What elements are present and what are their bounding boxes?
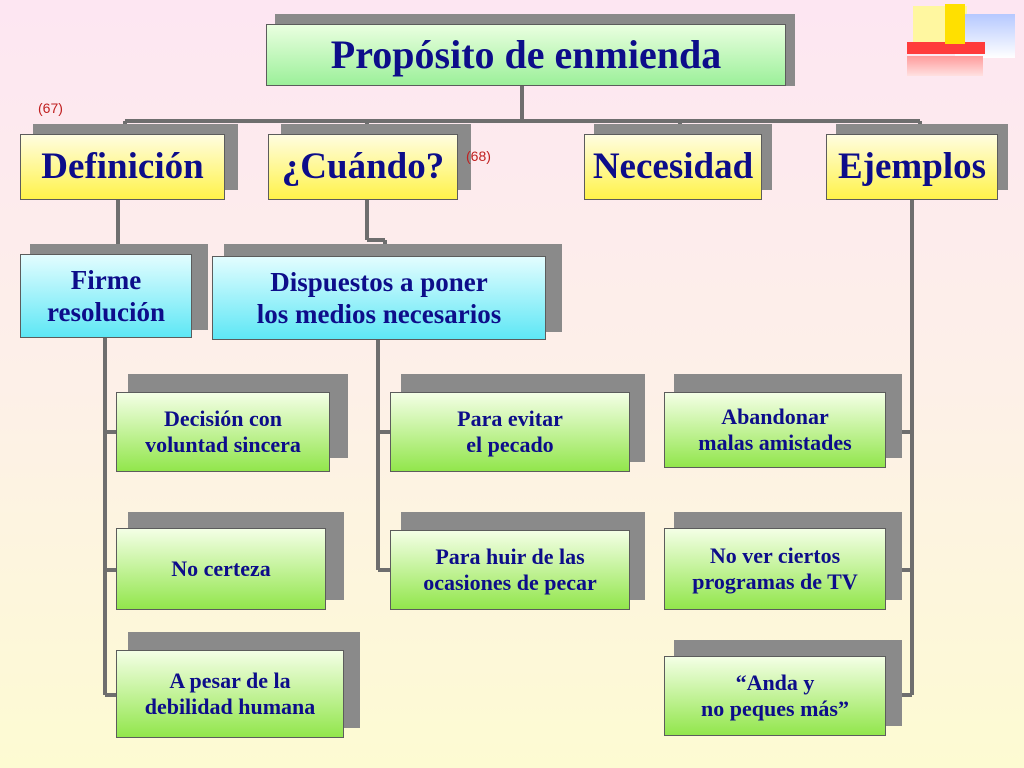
cuando-item-huir-line-1: Para huir de las bbox=[435, 543, 585, 569]
def-item-decision-text: Decisión con voluntad sincera bbox=[145, 406, 301, 459]
heading-necesidad: Necesidad bbox=[584, 134, 762, 200]
title-text: Propósito de enmienda bbox=[330, 32, 722, 77]
cuando-item-evitar-line-2: el pecado bbox=[466, 432, 554, 457]
dispuestos-box: Dispuestos a poner los medios necesarios bbox=[212, 256, 546, 340]
def-item-a-pesar-text: A pesar de la debilidad humana bbox=[145, 668, 316, 721]
heading-definicion-label: Definición bbox=[41, 145, 204, 187]
reference-68: (68) bbox=[466, 148, 491, 164]
title-box: Propósito de enmienda bbox=[266, 24, 786, 86]
firme-line-1: Firme bbox=[70, 264, 142, 295]
ej-item-anda-line-2: no peques más” bbox=[701, 696, 849, 721]
def-item-a-pesar-line-1: A pesar de la bbox=[169, 667, 291, 693]
cuando-item-evitar-line-1: Para evitar bbox=[457, 405, 563, 431]
cuando-item-huir-line-2: ocasiones de pecar bbox=[423, 570, 597, 595]
cuando-item-evitar-text: Para evitar el pecado bbox=[457, 406, 563, 459]
ej-item-abandonar: Abandonar malas amistades bbox=[664, 392, 886, 468]
dispuestos-line-1: Dispuestos a poner bbox=[270, 266, 488, 297]
cuando-item-huir: Para huir de las ocasiones de pecar bbox=[390, 530, 630, 610]
dispuestos-text: Dispuestos a poner los medios necesarios bbox=[257, 266, 501, 331]
heading-definicion: Definición bbox=[20, 134, 225, 200]
ej-item-anda: “Anda y no peques más” bbox=[664, 656, 886, 736]
cuando-item-evitar: Para evitar el pecado bbox=[390, 392, 630, 472]
def-item-no-certeza-text: No certeza bbox=[171, 555, 271, 581]
ej-item-no-ver-line-2: programas de TV bbox=[692, 569, 858, 594]
def-item-a-pesar-line-2: debilidad humana bbox=[144, 694, 316, 719]
ej-item-no-ver-line-1: No ver ciertos bbox=[709, 542, 841, 568]
ej-item-anda-text: “Anda y no peques más” bbox=[701, 670, 849, 723]
ej-item-abandonar-line-2: malas amistades bbox=[698, 430, 852, 455]
def-item-decision-line-2: voluntad sincera bbox=[145, 432, 301, 457]
def-item-decision: Decisión con voluntad sincera bbox=[116, 392, 330, 472]
heading-ejemplos: Ejemplos bbox=[826, 134, 998, 200]
reference-67: (67) bbox=[38, 100, 63, 116]
heading-necesidad-label: Necesidad bbox=[592, 145, 754, 187]
def-item-no-certeza: No certeza bbox=[116, 528, 326, 610]
firme-resolucion-text: Firme resolución bbox=[47, 264, 165, 329]
ej-item-abandonar-text: Abandonar malas amistades bbox=[698, 404, 851, 457]
ej-item-abandonar-line-1: Abandonar bbox=[721, 403, 829, 429]
ej-item-no-ver-text: No ver ciertos programas de TV bbox=[692, 543, 857, 596]
firme-line-2: resolución bbox=[46, 297, 165, 327]
heading-cuando-label: ¿Cuándo? bbox=[281, 145, 445, 187]
firme-resolucion-box: Firme resolución bbox=[20, 254, 192, 338]
def-item-decision-line-1: Decisión con bbox=[164, 405, 282, 431]
cuando-item-huir-text: Para huir de las ocasiones de pecar bbox=[423, 544, 597, 597]
ej-item-anda-line-1: “Anda y bbox=[735, 669, 815, 695]
def-item-a-pesar: A pesar de la debilidad humana bbox=[116, 650, 344, 738]
heading-ejemplos-label: Ejemplos bbox=[838, 145, 986, 187]
corner-logo bbox=[905, 4, 1020, 78]
heading-cuando: ¿Cuándo? bbox=[268, 134, 458, 200]
ej-item-no-ver: No ver ciertos programas de TV bbox=[664, 528, 886, 610]
dispuestos-line-2: los medios necesarios bbox=[256, 299, 502, 329]
